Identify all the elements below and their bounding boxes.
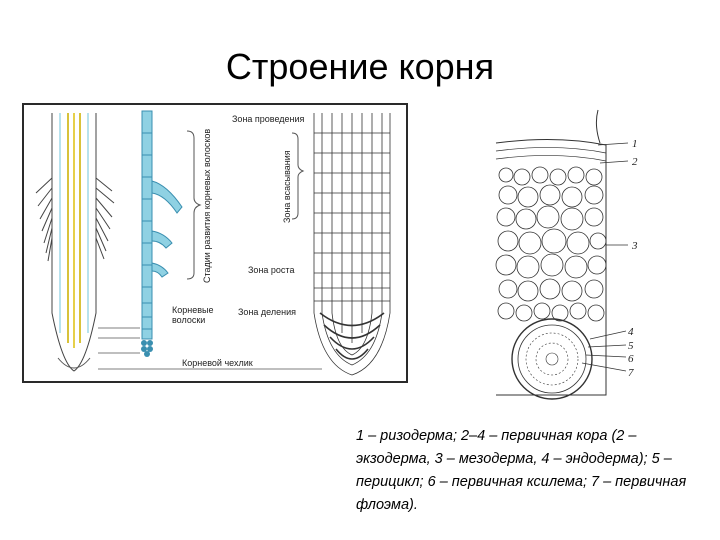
label-1: 1	[632, 138, 638, 150]
figure-caption: 1 – ризодерма; 2–4 – первичная кора (2 –…	[356, 425, 696, 517]
label-6: 6	[628, 353, 634, 365]
conduction-zone-label: Зона проведения	[232, 114, 305, 124]
label-2: 2	[632, 156, 638, 168]
division-zone-label: Зона деления	[238, 307, 296, 317]
root-hair-stages-label: Стадии развития корневых волосков	[202, 129, 212, 283]
root-cross-section-figure: 1 2 3 4 5 6 7	[486, 105, 656, 400]
slide-title: Строение корня	[0, 46, 720, 88]
growth-zone-label: Зона роста	[248, 265, 294, 275]
label-4: 4	[628, 326, 634, 338]
root-zones-figure: Зона проведения Стадии развития корневых…	[22, 103, 408, 383]
label-7: 7	[628, 367, 634, 379]
label-3: 3	[631, 240, 638, 252]
root-hairs-label-line2: волоски	[172, 315, 205, 325]
stele	[512, 319, 592, 399]
root-cap-label: Корневой чехлик	[182, 358, 253, 368]
label-leader-lines	[582, 143, 628, 371]
root-hairs-label-line1: Корневые	[172, 305, 213, 315]
label-5: 5	[628, 340, 634, 352]
root-hair-line	[596, 110, 600, 143]
absorption-zone-label: Зона всасывания	[282, 150, 292, 223]
